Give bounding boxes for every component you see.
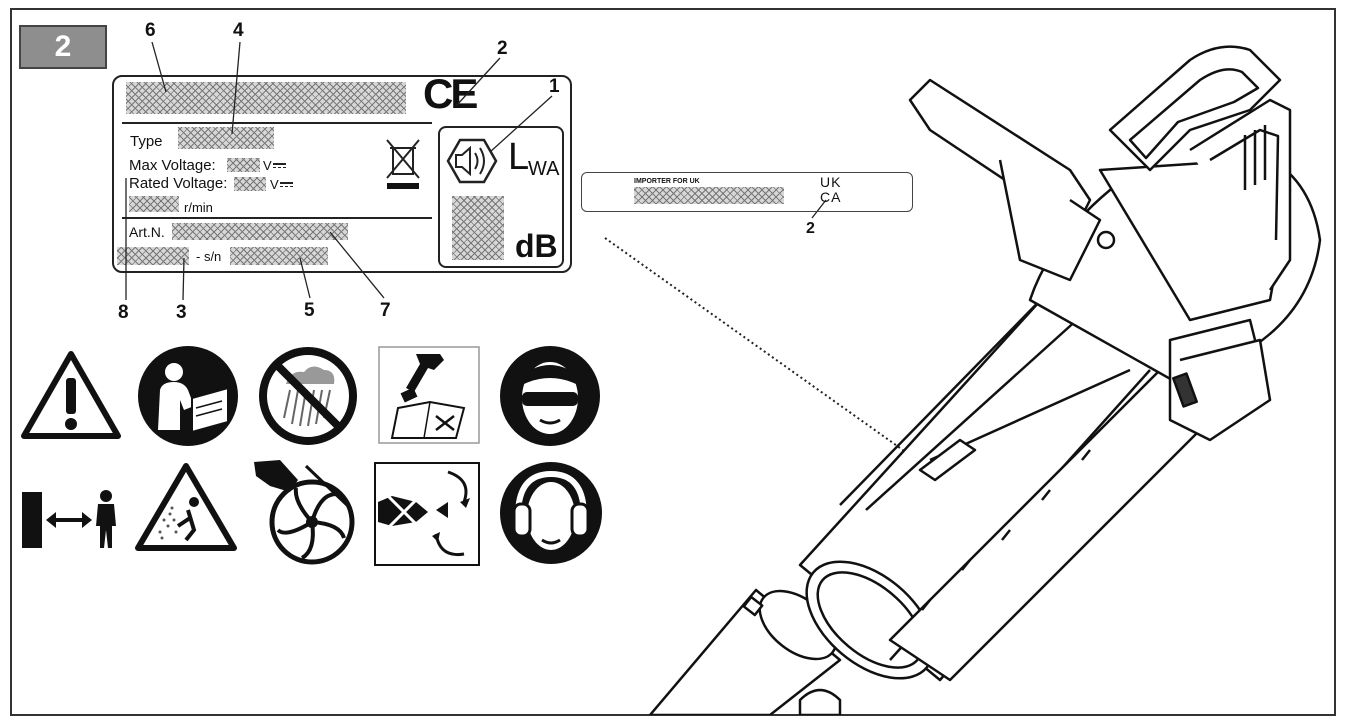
uk-importer-label [581,172,913,212]
ukca-line-2: CA [820,189,842,205]
lwa-label: L [508,136,530,178]
plate-divider-top [122,122,432,124]
rated-voltage-field [234,177,266,191]
dc-symbol [273,163,286,165]
warning-triangle-icon [21,351,121,439]
speed-unit: r/min [184,200,213,215]
rating-plate [112,75,572,273]
read-manual-icon [138,346,238,446]
callout-2-uk: 2 [806,220,815,237]
weee-bin-icon [386,139,420,189]
leaf-blower-illustration [648,45,1322,715]
disconnect-battery-icon [374,462,480,566]
figure-frame [10,8,1336,716]
callout-1: 1 [549,76,560,97]
db-label: dB [515,228,558,264]
callout-2: 2 [497,38,508,59]
callout-8: 8 [118,302,129,323]
dc-symbol-2-dash [280,186,293,187]
manufacturer-field [126,82,406,114]
ce-mark: CE [423,70,478,117]
rated-voltage-label: Rated Voltage: [129,175,228,192]
max-voltage-field [227,158,260,172]
type-label: Type [130,133,163,150]
date-field [117,247,189,265]
plate-divider-bottom [122,217,432,219]
rotating-fan-hand-icon [254,460,355,565]
flying-debris-icon [135,463,237,551]
rated-voltage-unit: V [270,177,279,192]
art-number-label: Art.N. [129,224,165,240]
importer-text: IMPORTER FOR UK [634,178,700,185]
ukca-line-1: UK [820,174,842,190]
callout-7: 7 [380,300,391,321]
maintenance-manual-icon [378,346,480,444]
max-voltage-unit: V [263,158,272,173]
callout-4: 4 [233,20,244,41]
speed-field [129,196,179,212]
dc-symbol-dash [273,167,286,168]
serial-field [230,247,328,265]
serial-label: - s/n [196,249,222,264]
callout-5: 5 [304,300,315,321]
max-voltage-label: Max Voltage: [129,157,216,174]
ear-protection-icon [500,462,602,564]
dc-symbol-2 [280,182,293,184]
eye-protection-icon [500,346,600,446]
no-rain-icon [259,347,357,445]
importer-address-field [634,187,784,204]
sound-level-field [452,196,504,260]
sound-power-icon [446,138,498,184]
callout-3: 3 [176,302,187,323]
lwa-subscript: WA [528,158,560,180]
type-field [178,127,274,149]
sound-power-box [438,126,564,268]
figure-number-badge: 2 [19,25,107,69]
callout-6: 6 [145,20,156,41]
art-number-field [172,223,348,240]
keep-distance-icon [22,490,116,548]
